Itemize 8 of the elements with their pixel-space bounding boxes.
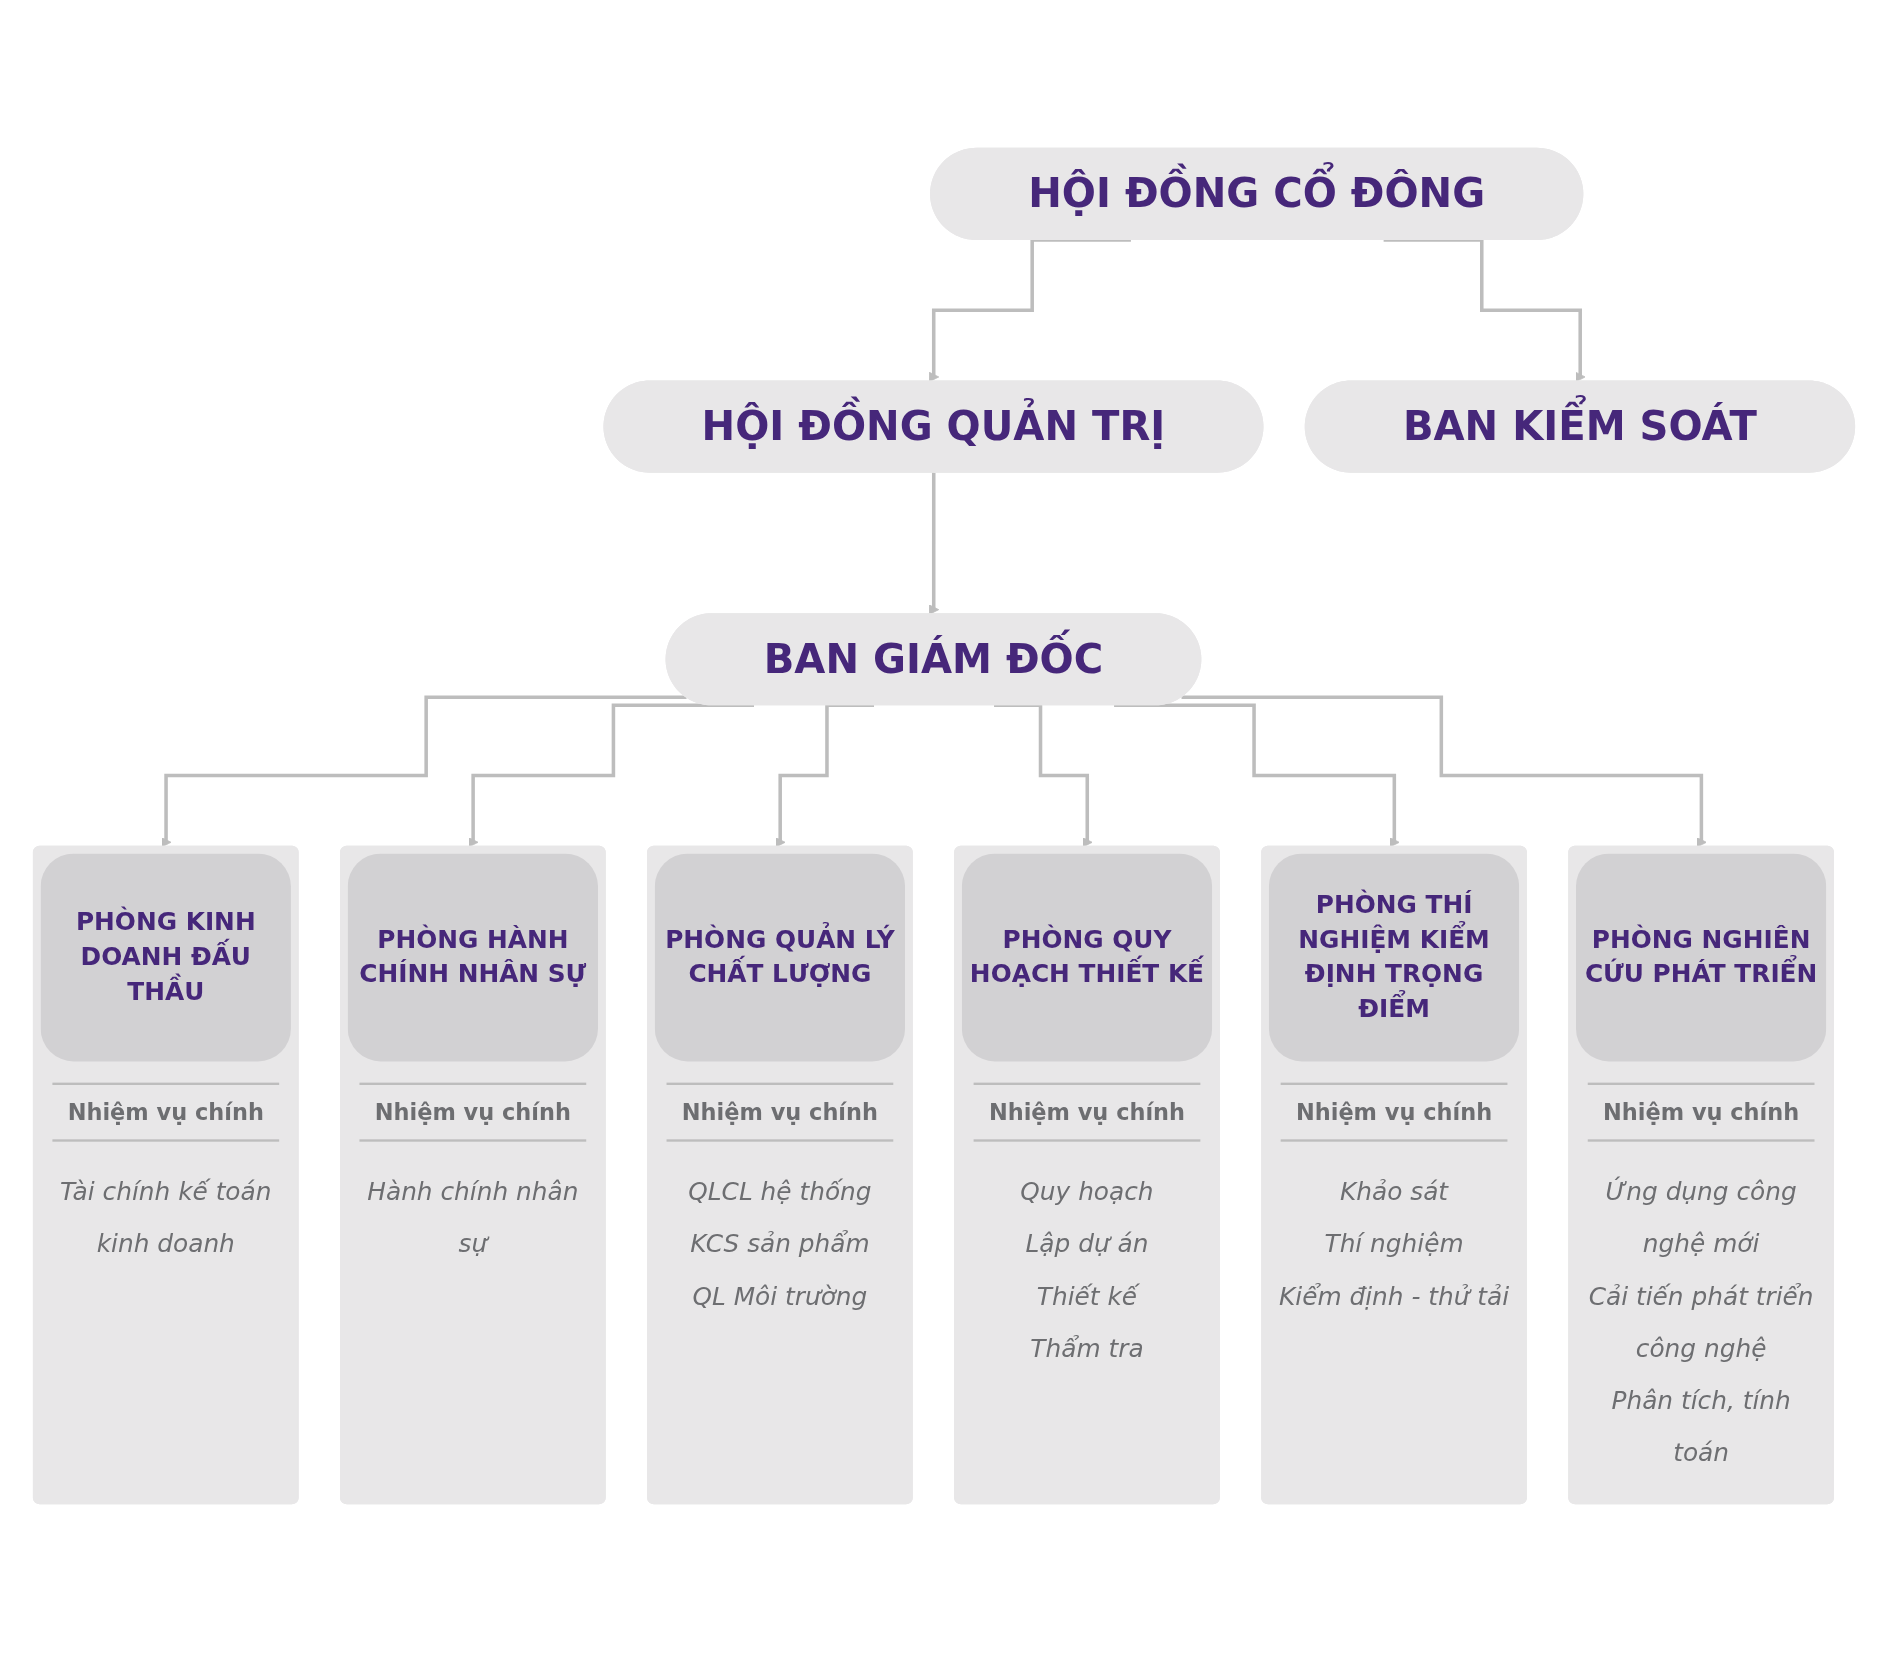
arrow (994, 703, 1093, 848)
arrow (468, 703, 754, 848)
arrow (775, 703, 875, 848)
arrow (928, 238, 1131, 383)
arrow (1181, 695, 1707, 848)
arrow (1114, 703, 1400, 848)
arrow (1383, 238, 1586, 383)
arrow (161, 695, 687, 848)
